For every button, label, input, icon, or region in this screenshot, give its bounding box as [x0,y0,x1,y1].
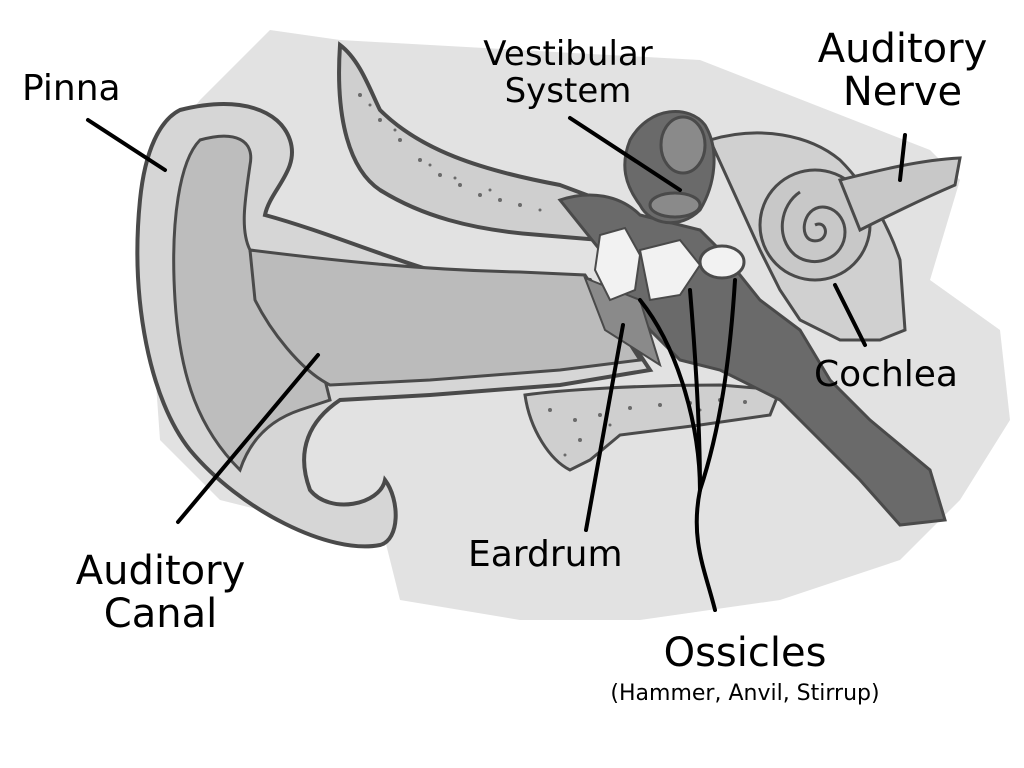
auditory-canal-leader [176,353,320,524]
label-auditory-canal: Auditory Canal [75,548,246,638]
auditory-nerve-leader [898,133,907,182]
eardrum-leader [584,323,625,532]
auditory-nerve-shape [837,156,962,233]
vestibular-system [623,110,716,225]
ossicles-leader-main [694,488,717,612]
vestibular-leader [568,116,682,192]
label-vestibular-system: Vestibular System [483,34,653,111]
ear-canal [248,248,643,387]
leader-lines [86,116,907,612]
ossicles-leader-3 [698,278,737,492]
ossicles-shape [593,226,746,302]
ossicles-leader-2 [688,288,702,492]
label-eardrum: Eardrum [468,534,623,575]
label-ossicles: Ossicles [663,630,827,676]
label-cochlea: Cochlea [814,354,958,395]
cochlea-leader [833,283,867,347]
temporal-bone-texture [358,93,542,212]
pinna-leader [86,118,167,172]
label-auditory-nerve: Auditory Nerve [817,26,988,116]
label-pinna: Pinna [22,68,121,109]
temporal-bone-band [337,41,602,243]
label-ossicles-detail: (Hammer, Anvil, Stirrup) [610,681,880,706]
